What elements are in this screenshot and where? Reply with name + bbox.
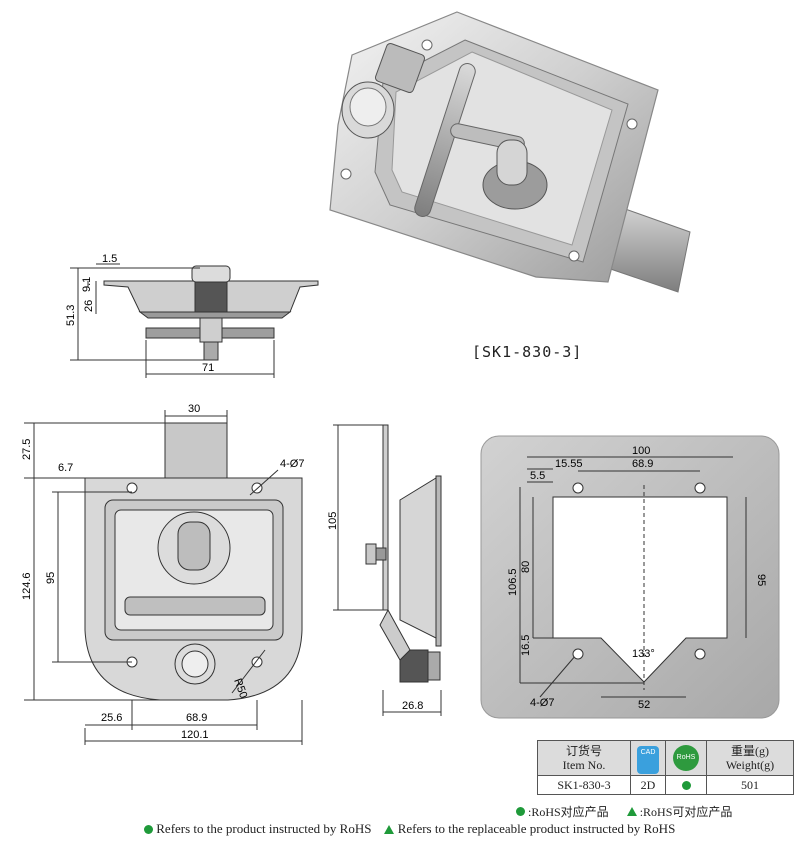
dim-cutout-106_5: 106.5 (507, 568, 519, 596)
dim-cutout-133-deg: 133° (632, 648, 655, 660)
product-caption: [SK1-830-3] (472, 343, 583, 361)
dim-front-6_7: 6.7 (58, 462, 73, 474)
header-cad: CAD (630, 740, 666, 776)
rohs-dot-icon (681, 781, 691, 791)
green-triangle-icon (626, 807, 637, 816)
dim-side-71: 71 (202, 362, 214, 374)
green-dot-icon (516, 807, 525, 816)
dim-front-30: 30 (188, 403, 200, 415)
dim-cutout-16_5: 16.5 (520, 635, 532, 656)
dim-front-124_6: 124.6 (21, 572, 33, 600)
dim-front-25_6: 25.6 (101, 712, 122, 724)
dim-side-51_3: 51.3 (65, 305, 77, 326)
header-item-no: 订货号 Item No. (537, 740, 631, 776)
legend-en-rohs: Refers to the product instructed by RoHS (156, 821, 372, 837)
header-item-en: Item No. (562, 758, 606, 772)
dim-side-9_1: 9.1 (81, 277, 93, 292)
rohs-icon: RoHS (673, 745, 699, 771)
dim-front-95: 95 (45, 572, 57, 584)
dim-section-26_8: 26.8 (402, 700, 423, 712)
header-weight: 重量(g) Weight(g) (706, 740, 794, 776)
dim-cutout-95: 95 (755, 574, 767, 586)
green-triangle-icon (384, 824, 395, 834)
cell-rohs (665, 775, 707, 795)
dim-cutout-holes: 4-Ø7 (530, 697, 554, 709)
dim-side-26: 26 (83, 300, 95, 312)
dim-front-68_9: 68.9 (186, 712, 207, 724)
cell-item-no: SK1-830-3 (537, 775, 631, 795)
dim-cutout-52: 52 (638, 699, 650, 711)
legend-en-replaceable: Refers to the replaceable product instru… (397, 821, 676, 837)
dim-cutout-80: 80 (520, 561, 532, 573)
header-rohs: RoHS (665, 740, 707, 776)
legend-cn-replaceable: :RoHS可对应产品 (639, 805, 733, 819)
green-dot-icon (144, 824, 153, 834)
dim-section-105: 105 (327, 512, 339, 530)
header-item-cn: 订货号 (565, 744, 602, 758)
header-weight-en: Weight(g) (725, 758, 775, 772)
legend-cn: :RoHS对应产品 :RoHS可对应产品 (516, 803, 732, 820)
cell-cad: 2D (630, 775, 666, 795)
cell-weight: 501 (706, 775, 794, 795)
dim-cutout-68_9: 68.9 (632, 458, 653, 470)
dim-front-27_5: 27.5 (21, 439, 33, 460)
legend-en: Refers to the product instructed by RoHS… (144, 820, 675, 837)
dim-cutout-15_55: 15.55 (555, 458, 583, 470)
header-weight-cn: 重量(g) (731, 744, 769, 758)
dim-front-holes: 4-Ø7 (280, 458, 304, 470)
dim-cutout-100: 100 (632, 445, 650, 457)
dim-front-120_1: 120.1 (181, 729, 209, 741)
dim-cutout-5_5: 5.5 (530, 470, 545, 482)
cad-icon: CAD (637, 745, 659, 774)
dim-side-1_5: 1.5 (102, 253, 117, 265)
legend-cn-rohs: :RoHS对应产品 (528, 805, 609, 819)
spec-table: 订货号 Item No. CAD RoHS 重量(g) Weight(g) SK… (537, 740, 794, 795)
